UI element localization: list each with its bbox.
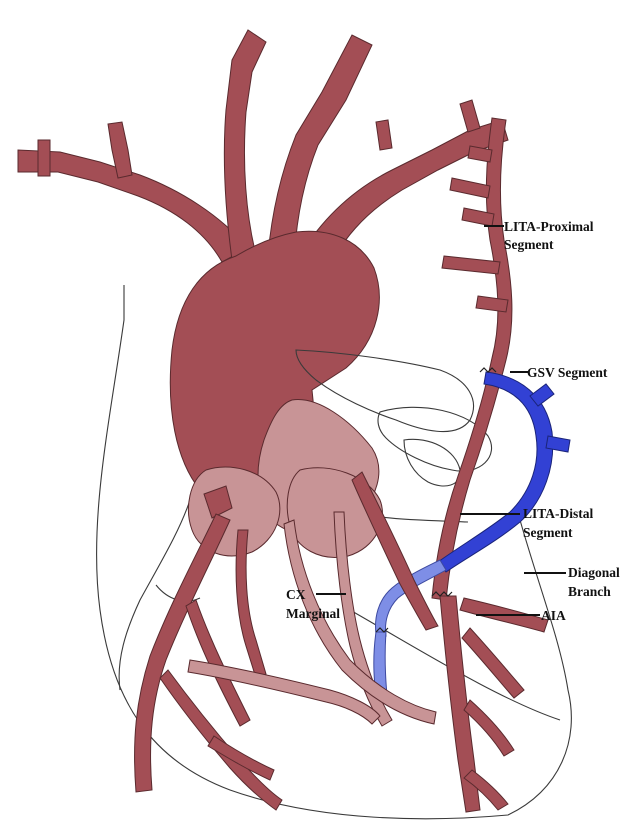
lita-distal-label-line2: Segment [523,525,573,540]
lita-proximal-label-line2: Segment [504,237,554,252]
lita-proximal-label-line1: LITA-Proximal [504,219,594,234]
diagonal-label-line1: Diagonal [568,565,620,580]
label-gsv-segment: GSV Segment [510,365,608,380]
gsv-segment-label: GSV Segment [527,365,608,380]
aortic-arch [0,30,508,513]
cx-label-line2: Marginal [286,606,340,621]
cx-label-line1: CX [286,587,306,602]
lita-distal-label-line1: LITA-Distal [523,506,594,521]
diagonal-label-line2: Branch [568,584,611,599]
aia-label: AIA [541,608,566,623]
